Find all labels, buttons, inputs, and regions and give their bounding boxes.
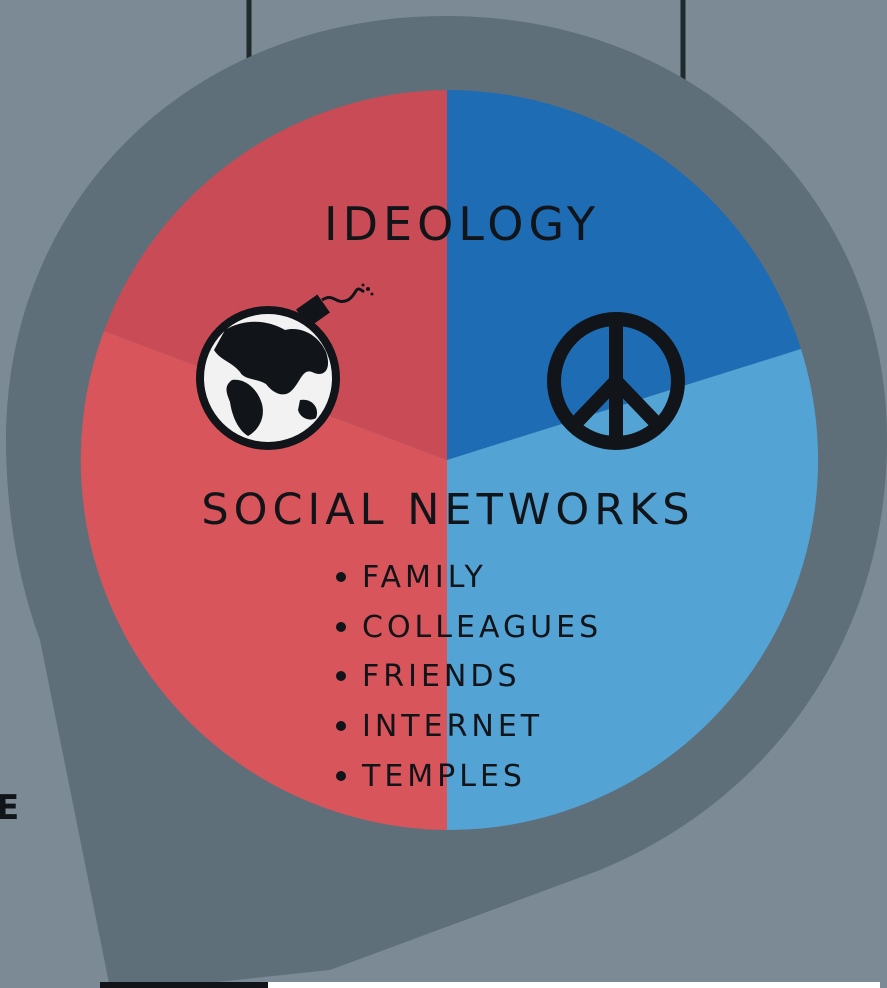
- pie-sector-top-left: [104, 90, 447, 460]
- edge-text-fragment: E: [0, 788, 20, 828]
- list-item: FRIENDS: [362, 659, 521, 694]
- pie-sector-bottom-right: [447, 349, 819, 831]
- globe-bomb-icon: [196, 283, 374, 450]
- list-bullet: [336, 572, 346, 582]
- peace-sign-icon: [547, 312, 685, 450]
- list-item: COLLEAGUES: [362, 610, 602, 645]
- bottom-bar-dark: [100, 982, 268, 988]
- list-bullet: [336, 622, 346, 632]
- list-item: INTERNET: [362, 709, 543, 744]
- pie-sector-bottom-left: [80, 331, 448, 830]
- list-item: FAMILY: [362, 560, 487, 595]
- diagram-title: IDEOLOGY: [324, 197, 600, 251]
- network-list: FAMILY COLLEAGUES FRIENDS INTERNET TEMPL…: [336, 560, 602, 794]
- bottom-bar-light: [268, 982, 880, 988]
- list-bullet: [336, 671, 346, 681]
- list-item: TEMPLES: [361, 759, 526, 794]
- list-bullet: [336, 721, 346, 731]
- pie-sector-top-right: [447, 89, 801, 460]
- list-bullet: [336, 771, 346, 781]
- diagram-subtitle: SOCIAL NETWORKS: [201, 485, 694, 535]
